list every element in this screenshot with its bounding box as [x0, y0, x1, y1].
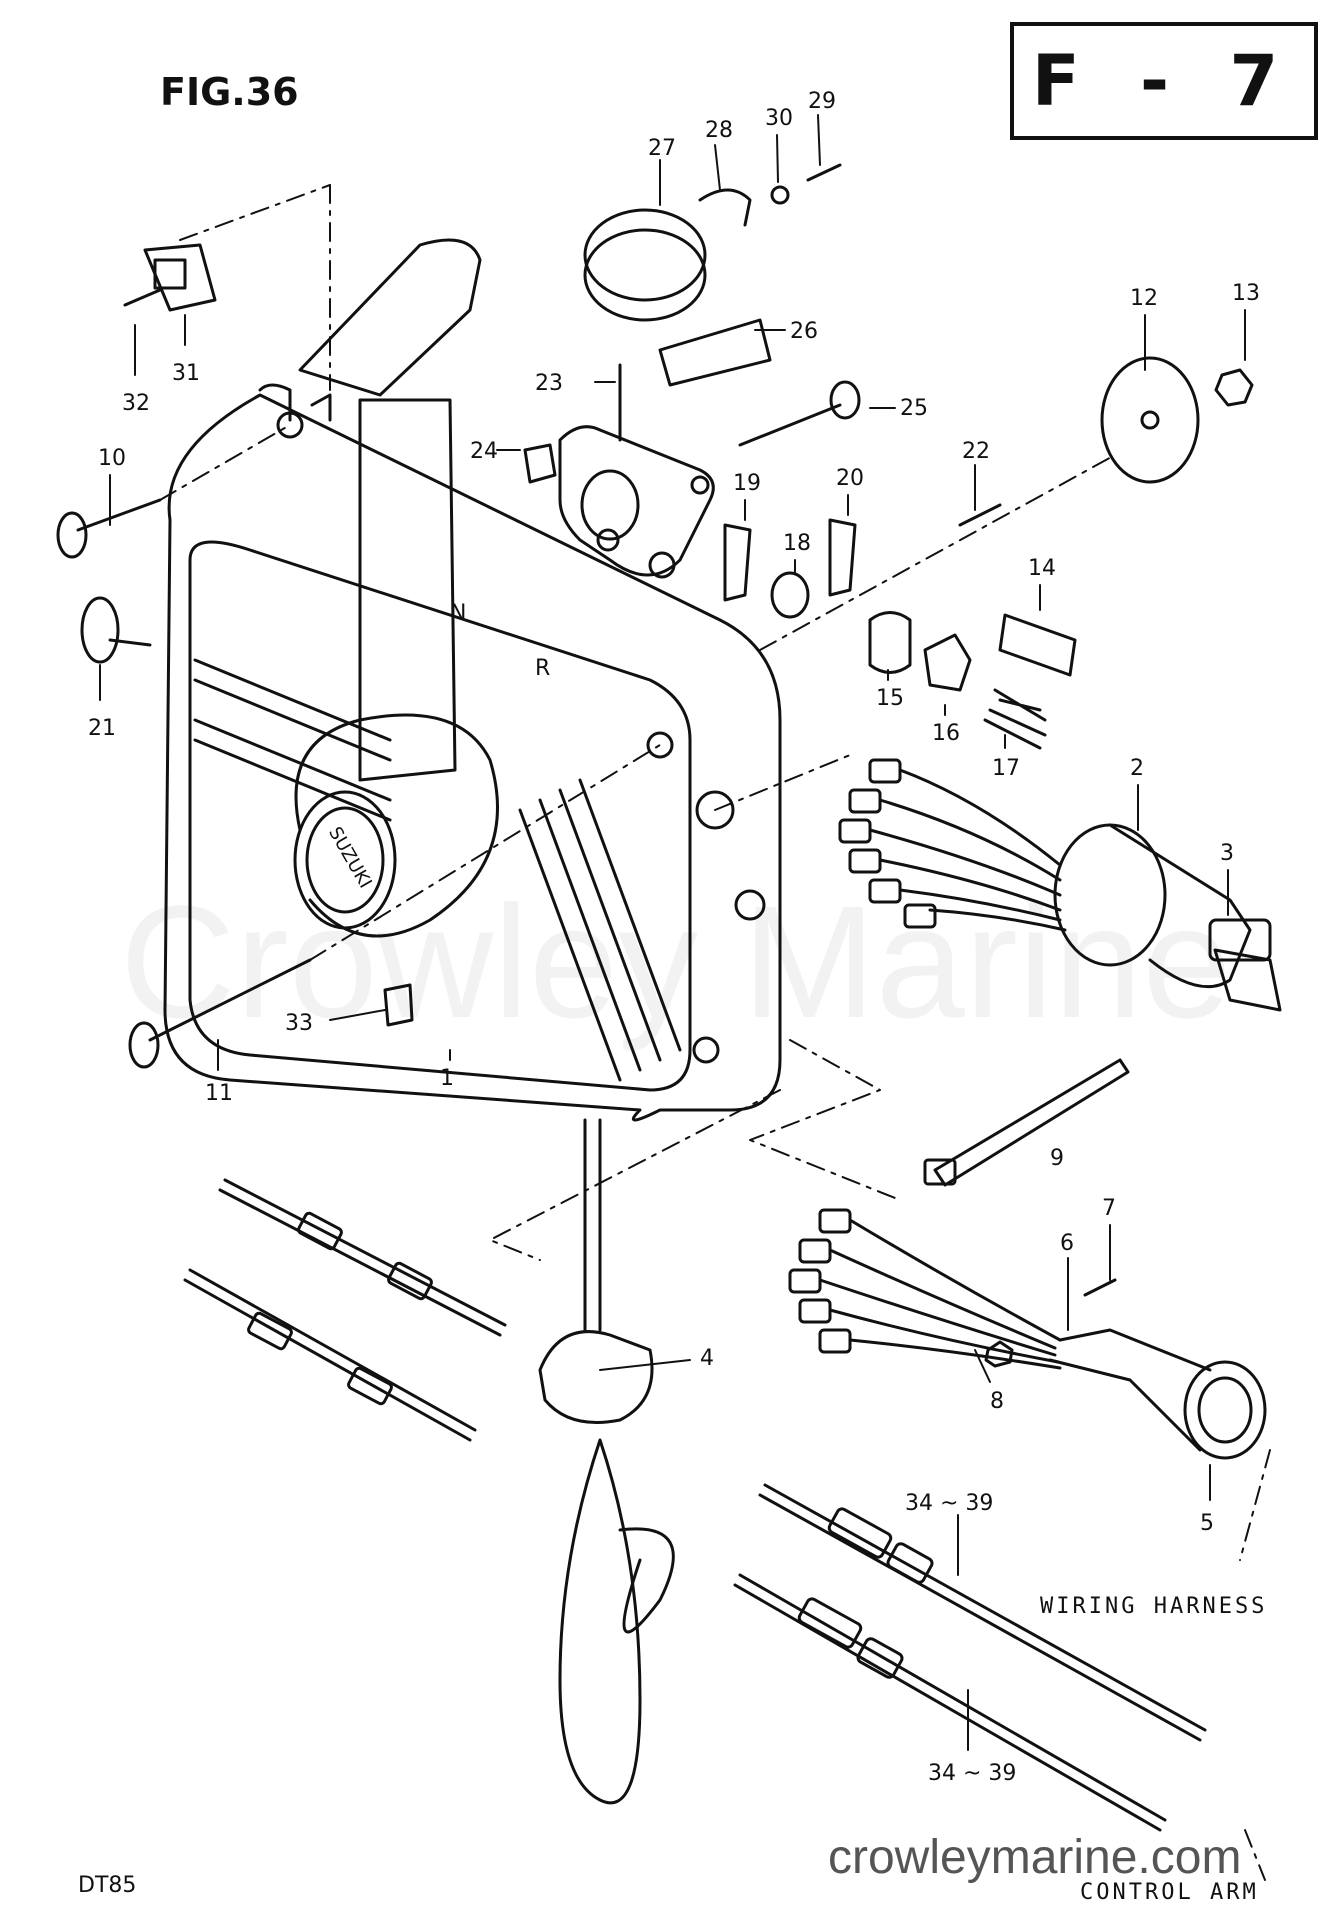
control-lever — [293, 238, 499, 938]
part-label-19: 19 — [733, 471, 761, 496]
shift-bracket — [558, 363, 715, 579]
brand-emblem: SUZUKI — [324, 823, 376, 891]
part-label-16: 16 — [932, 721, 960, 746]
part-label-22: 22 — [962, 439, 990, 464]
part-labels: 1 2 3 4 5 6 7 8 9 10 11 12 13 14 15 16 1… — [88, 89, 1260, 1786]
part-label-23: 23 — [535, 371, 563, 396]
part-label-1: 1 — [440, 1066, 454, 1091]
cable-tie — [923, 1058, 1130, 1187]
part-label-31: 31 — [172, 361, 200, 386]
part-label-9: 9 — [1050, 1146, 1064, 1171]
part-label-7: 7 — [1102, 1196, 1116, 1221]
part-label-17: 17 — [992, 756, 1020, 781]
figure-number: FIG.36 — [160, 70, 299, 114]
part-label-21: 21 — [88, 716, 116, 741]
part-label-13: 13 — [1232, 281, 1260, 306]
part-label-3: 3 — [1220, 841, 1234, 866]
part-label-11: 11 — [205, 1081, 233, 1106]
control-cable-left — [183, 1178, 507, 1442]
section-box: F - 7 — [1010, 22, 1318, 140]
part-label-28: 28 — [705, 118, 733, 143]
neutral-mark: N — [450, 601, 466, 626]
part-label-15: 15 — [876, 686, 904, 711]
part-label-18: 18 — [783, 531, 811, 556]
control-box-housing — [163, 383, 782, 1122]
control-arm-callout: CONTROL ARM — [1080, 1880, 1259, 1905]
harness-connector — [788, 1208, 1267, 1460]
part-label-8: 8 — [990, 1389, 1004, 1414]
part-label-32: 32 — [122, 391, 150, 416]
part-label-25: 25 — [900, 396, 928, 421]
wiring-harness-callout: WIRING HARNESS — [1040, 1594, 1268, 1619]
stop-switch — [538, 1118, 675, 1805]
ignition-switch — [838, 758, 1282, 1012]
part-label-10: 10 — [98, 446, 126, 471]
part-label-34-39-upper: 34 ~ 39 — [905, 1491, 993, 1516]
part-label-2: 2 — [1130, 756, 1144, 781]
part-label-26: 26 — [790, 319, 818, 344]
part-label-30: 30 — [765, 106, 793, 131]
part-label-6: 6 — [1060, 1231, 1074, 1256]
section-code: F - 7 — [1031, 40, 1297, 122]
small-parts — [56, 163, 1254, 1368]
part-label-29: 29 — [808, 89, 836, 114]
part-label-24: 24 — [470, 439, 498, 464]
part-label-33: 33 — [285, 1011, 313, 1036]
model-code: DT85 — [78, 1873, 137, 1898]
part-label-27: 27 — [648, 136, 676, 161]
reverse-mark: R — [535, 656, 550, 681]
part-label-14: 14 — [1028, 556, 1056, 581]
watermark-url: crowleymarine.com — [828, 1831, 1242, 1884]
control-cable-right — [733, 1483, 1207, 1832]
part-label-20: 20 — [836, 466, 864, 491]
part-label-4: 4 — [700, 1346, 714, 1371]
part-label-5: 5 — [1200, 1511, 1214, 1536]
part-label-12: 12 — [1130, 286, 1158, 311]
part-label-34-39-lower: 34 ~ 39 — [928, 1761, 1016, 1786]
